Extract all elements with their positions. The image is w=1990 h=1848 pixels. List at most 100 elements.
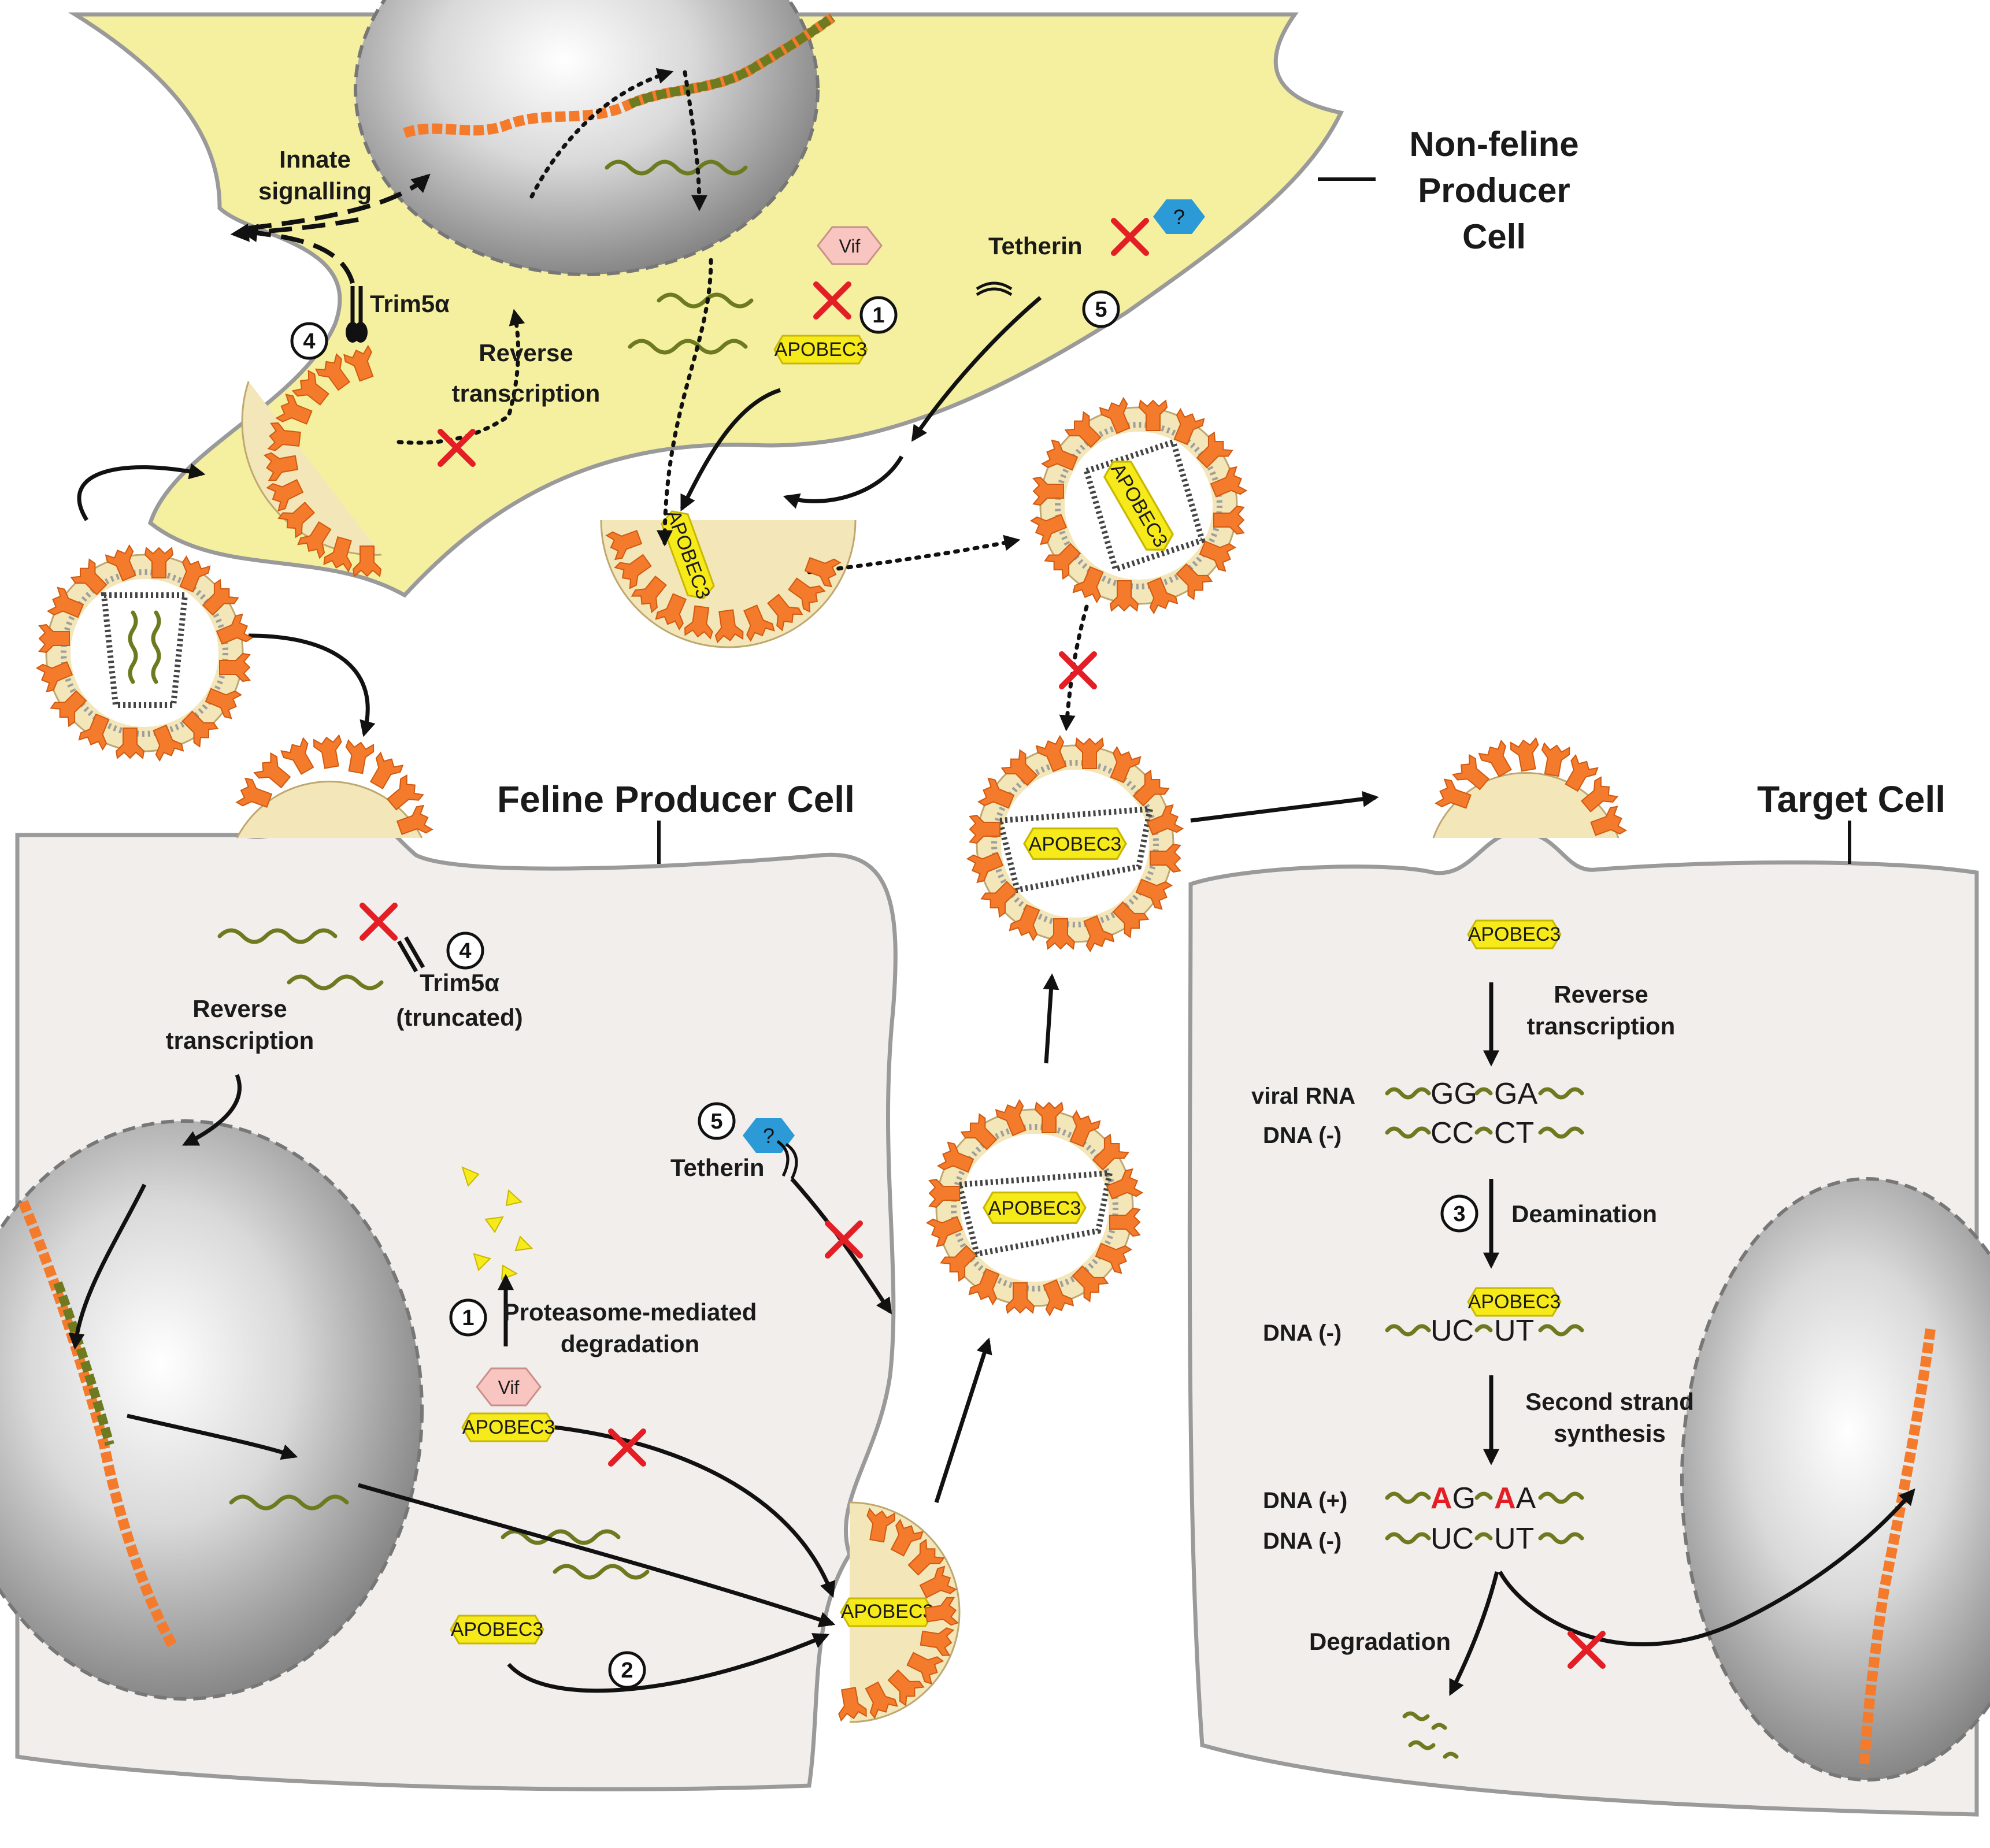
svg-text:2: 2 <box>621 1658 633 1683</box>
dashed-signalling <box>248 173 431 231</box>
capsid-icon <box>101 592 188 708</box>
svg-text:UC: UC <box>1431 1522 1474 1556</box>
vif-nonfeline: Vif <box>817 226 883 265</box>
unknown-factor-nonfeline: ? <box>1153 199 1205 234</box>
step-5-feline: 5 <box>698 1102 736 1140</box>
host-dna-feline <box>18 1200 178 1650</box>
capsid-icon <box>996 806 1154 893</box>
svg-text:APOBEC3: APOBEC3 <box>1468 923 1561 945</box>
arrow-apobec-vif-to-bud <box>554 1425 836 1598</box>
arrow-degradation <box>1448 1571 1499 1697</box>
rna-2 <box>657 292 754 309</box>
svg-text:?: ? <box>1173 205 1185 229</box>
tetherin-label-nonfeline: Tetherin <box>988 232 1083 259</box>
host-dna-target <box>1859 1328 1936 1769</box>
apobec3-deamination: APOBEC3 <box>1467 1287 1562 1317</box>
degraded-apobec3-fragments <box>461 1166 533 1281</box>
vif-feline: Vif <box>476 1367 542 1407</box>
step-5-nonfeline: 5 <box>1082 290 1120 328</box>
seq-dna-minus-1: CC CT <box>1385 1116 1584 1150</box>
step-3-target: 3 <box>1440 1194 1478 1233</box>
arrow-provirus-to-dna <box>68 1183 147 1350</box>
capsid-icon <box>955 1170 1114 1257</box>
arrow-virion-to-nonfeline <box>77 463 206 521</box>
svg-text:4: 4 <box>459 939 471 963</box>
apobec3-feline-free: APOBEC3 <box>450 1615 544 1645</box>
rna-7 <box>501 1529 621 1545</box>
svg-text:CT: CT <box>1494 1116 1534 1150</box>
dna-plus-label: DNA (+) <box>1263 1488 1347 1513</box>
arrow-virion-to-target <box>1190 791 1379 823</box>
virion-free-left <box>46 555 243 751</box>
svg-text:APOBEC3: APOBEC3 <box>988 1197 1081 1219</box>
feline-nucleus <box>0 1119 424 1701</box>
arrow-apobec3-to-bud <box>680 388 781 512</box>
svg-text:4: 4 <box>303 329 315 354</box>
viral-rna-label: viral RNA <box>1251 1083 1355 1109</box>
glycoprotein-spike <box>1509 737 1543 773</box>
tetherin-label-feline: Tetherin <box>670 1154 765 1181</box>
virion-middle-lower: APOBEC3 <box>936 1109 1133 1306</box>
step-1-feline: 1 <box>449 1298 487 1337</box>
dotted-rna-to-bud <box>657 258 713 547</box>
arrow-rna-to-bud-feline <box>358 1483 836 1628</box>
arrow-virion-to-feline <box>248 633 376 737</box>
rna-1 <box>605 159 748 176</box>
capsid-icon <box>1083 438 1206 573</box>
dashed-trim-up <box>239 224 355 284</box>
seq-dna-minus-2: UC UT <box>1385 1314 1584 1348</box>
svg-text:GA: GA <box>1494 1077 1537 1111</box>
svg-text:UC: UC <box>1431 1314 1474 1348</box>
svg-text:GG: GG <box>1431 1077 1477 1111</box>
seq-dna-plus: AG AA <box>1385 1482 1584 1515</box>
svg-text:APOBEC3: APOBEC3 <box>1468 1291 1561 1313</box>
dotted-from-nucleus <box>683 70 707 211</box>
glycoprotein-spike <box>312 734 346 770</box>
arrow-tetherin-feline <box>790 1177 892 1315</box>
svg-text:?: ? <box>763 1124 774 1148</box>
tetherin-icon <box>976 281 1013 296</box>
svg-text:Vif: Vif <box>498 1377 520 1398</box>
dotted-release <box>807 535 1021 574</box>
seq-dna-minus-3: UC UT <box>1385 1522 1584 1556</box>
svg-text:CC: CC <box>1431 1116 1474 1150</box>
rna-5 <box>287 974 384 990</box>
arrow-integration-blocked <box>1498 1488 1915 1646</box>
deamination-label: Deamination <box>1511 1200 1657 1227</box>
trim5a-icon <box>346 286 368 343</box>
dashed-signalling-left <box>230 217 359 242</box>
provirus-nonfeline <box>628 13 835 109</box>
rna-8 <box>553 1564 650 1580</box>
trim5a-label: Trim5α <box>370 290 450 317</box>
dna-minus-label-1: DNA (-) <box>1263 1123 1342 1148</box>
svg-text:APOBEC3: APOBEC3 <box>451 1619 544 1641</box>
dna-minus-label-2: DNA (-) <box>1263 1320 1342 1346</box>
feline-title: Feline Producer Cell <box>497 778 855 820</box>
degradation-label: Degradation <box>1309 1628 1451 1655</box>
arrow-virion-to-virion <box>1043 973 1059 1064</box>
trim5a-truncated-icon <box>396 936 425 973</box>
svg-text:APOBEC3: APOBEC3 <box>841 1601 934 1623</box>
arrow-bud-to-virion <box>934 1337 992 1504</box>
apobec3-target: APOBEC3 <box>1467 919 1562 949</box>
step-4-nonfeline: 4 <box>290 322 328 360</box>
block-x-icon <box>1062 654 1094 686</box>
svg-text:APOBEC3: APOBEC3 <box>1029 833 1122 855</box>
rna-6 <box>229 1494 349 1511</box>
svg-text:AA: AA <box>1494 1482 1536 1515</box>
svg-text:APOBEC3: APOBEC3 <box>462 1416 555 1438</box>
arrow-tetherin-to-membrane <box>911 296 1042 442</box>
budding-feline-top <box>236 780 423 838</box>
glycoprotein-spike <box>364 751 405 793</box>
apobec3-budding-feline: APOBEC3 <box>840 1597 935 1627</box>
dotted-to-nucleus <box>529 68 674 199</box>
apobec3-feline-vif: APOBEC3 <box>461 1412 556 1442</box>
svg-text:3: 3 <box>1453 1202 1465 1226</box>
